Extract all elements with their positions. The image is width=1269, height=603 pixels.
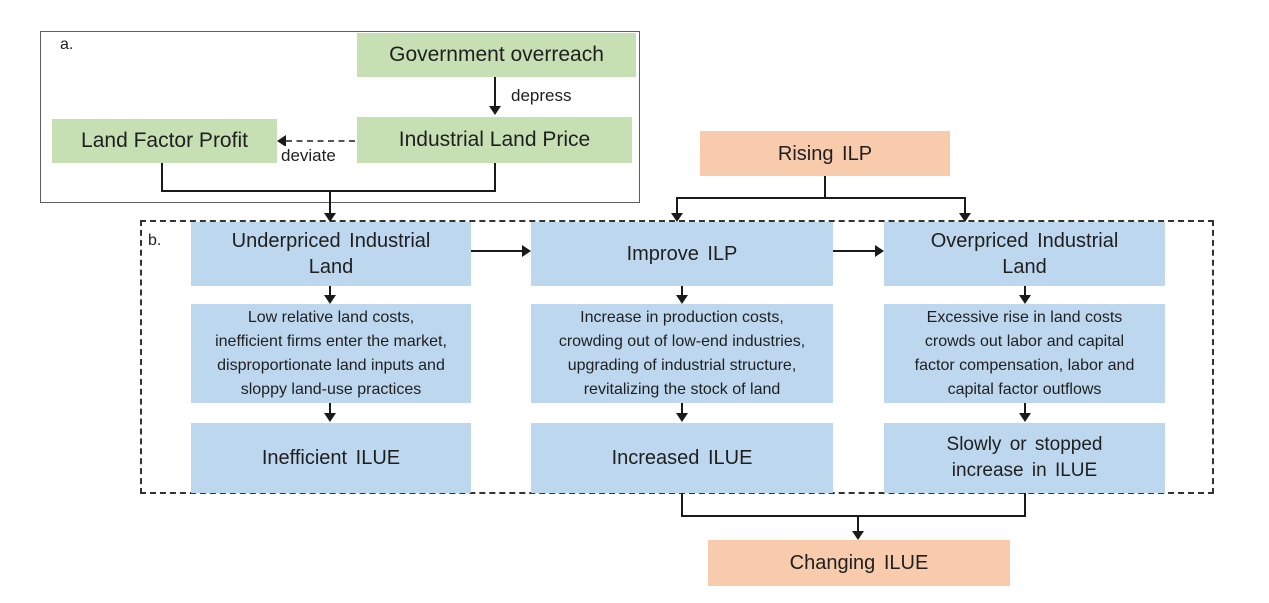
node-underpriced-industrial-land: Underpriced Industrial Land xyxy=(191,222,471,286)
connector-bottom-merge-horizontal xyxy=(681,515,1026,517)
arrow-depress-head xyxy=(489,106,501,115)
panel-b-label: b. xyxy=(148,232,162,249)
arrow-deviate-line xyxy=(286,140,355,142)
connector-rising-right-down xyxy=(964,197,966,214)
connector-lfp-down xyxy=(161,163,163,192)
connector-a-merge-horizontal xyxy=(161,190,496,192)
connector-col2-arrow1-head xyxy=(676,295,688,304)
node-inefficient-ilue: Inefficient ILUE xyxy=(191,423,471,493)
connector-rising-left-down xyxy=(676,197,678,214)
connector-col1-arrow2-head xyxy=(324,413,336,422)
panel-a-frame xyxy=(40,31,640,203)
node-industrial-land-price: Industrial Land Price xyxy=(357,117,632,163)
connector-slowly-down xyxy=(1024,493,1026,517)
connector-col1-col2-line xyxy=(471,250,523,252)
node-slowly-increase-ilue: Slowly or stopped increase in ILUE xyxy=(884,423,1165,493)
connector-col3-arrow2-line xyxy=(1024,403,1026,414)
connector-a-merge-down xyxy=(329,190,331,214)
connector-increased-down xyxy=(681,493,683,517)
connector-col1-arrow1-head xyxy=(324,295,336,304)
edge-label-depress: depress xyxy=(508,86,575,106)
connector-col3-arrow1-head xyxy=(1019,295,1031,304)
node-rising-ilp: Rising ILP xyxy=(700,131,950,176)
connector-col1-arrow2-line xyxy=(329,403,331,414)
connector-rising-branch xyxy=(676,197,966,199)
connector-a-merge-head xyxy=(324,213,336,222)
node-overpriced-industrial-land: Overpriced Industrial Land xyxy=(884,222,1165,286)
connector-col1-col2-head xyxy=(522,245,531,257)
connector-col2-arrow2-line xyxy=(681,403,683,414)
node-changing-ilue: Changing ILUE xyxy=(708,540,1010,586)
panel-a-label: a. xyxy=(60,36,74,53)
connector-rising-left-head xyxy=(671,213,683,222)
connector-ilp-down xyxy=(494,163,496,192)
node-improve-ilp: Improve ILP xyxy=(531,222,833,286)
connector-bottom-merge-down xyxy=(857,515,859,532)
node-land-factor-profit: Land Factor Profit xyxy=(52,119,277,163)
connector-rising-right-head xyxy=(959,213,971,222)
connector-col1-arrow1-line xyxy=(329,286,331,296)
arrow-depress-line xyxy=(494,77,496,107)
node-government-overreach: Government overreach xyxy=(357,33,636,77)
connector-col3-arrow2-head xyxy=(1019,413,1031,422)
node-increased-ilue: Increased ILUE xyxy=(531,423,833,493)
connector-col2-col3-head xyxy=(875,245,884,257)
arrow-deviate-head xyxy=(277,135,286,147)
connector-col2-col3-line xyxy=(833,250,876,252)
edge-label-deviate: deviate xyxy=(278,146,339,166)
connector-bottom-merge-head xyxy=(852,531,864,540)
node-overpriced-description: Excessive rise in land costs crowds out … xyxy=(884,304,1165,403)
node-improve-description: Increase in production costs, crowding o… xyxy=(531,304,833,403)
connector-rising-down xyxy=(824,176,826,199)
connector-col2-arrow1-line xyxy=(681,286,683,296)
connector-col2-arrow2-head xyxy=(676,413,688,422)
node-underpriced-description: Low relative land costs, inefficient fir… xyxy=(191,304,471,403)
connector-col3-arrow1-line xyxy=(1024,286,1026,296)
